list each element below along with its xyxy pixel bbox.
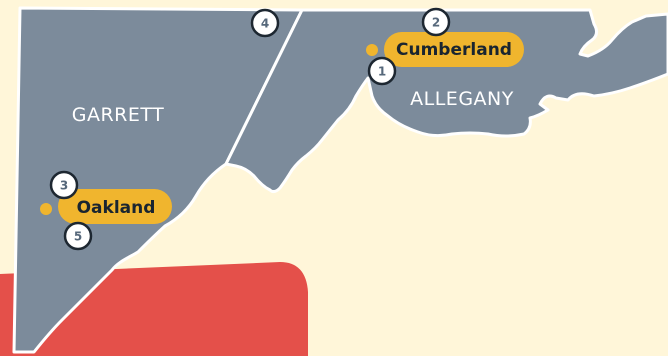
city-dot-icon — [40, 203, 52, 215]
marker-number: 2 — [432, 16, 440, 30]
city-pill — [384, 32, 524, 67]
county-allegany[interactable] — [224, 8, 668, 194]
marker-number: 5 — [74, 230, 82, 244]
county-label-allegany: ALLEGANY — [410, 88, 514, 110]
marker-number: 4 — [261, 17, 269, 31]
city-label-oakland: Oakland — [77, 198, 156, 218]
marker-circle-icon — [367, 56, 397, 86]
marker-4[interactable]: 4 — [250, 8, 280, 38]
marker-number: 3 — [60, 179, 68, 193]
city-pill — [58, 189, 172, 224]
marker-5[interactable]: 5 — [63, 221, 93, 251]
marker-circle-icon — [63, 221, 93, 251]
city-oakland[interactable]: Oakland — [40, 189, 172, 224]
marker-3[interactable]: 3 — [49, 170, 79, 200]
county-garrett[interactable] — [12, 6, 304, 354]
city-label-cumberland: Cumberland — [396, 40, 512, 60]
marker-circle-icon — [421, 7, 451, 37]
county-label-garrett: GARRETT — [72, 104, 165, 126]
city-cumberland[interactable]: Cumberland — [366, 32, 524, 67]
marker-2[interactable]: 2 — [421, 7, 451, 37]
marker-circle-icon — [49, 170, 79, 200]
marker-circle-icon — [250, 8, 280, 38]
city-dot-icon — [366, 44, 378, 56]
marker-number: 1 — [378, 65, 386, 79]
marker-1[interactable]: 1 — [367, 56, 397, 86]
